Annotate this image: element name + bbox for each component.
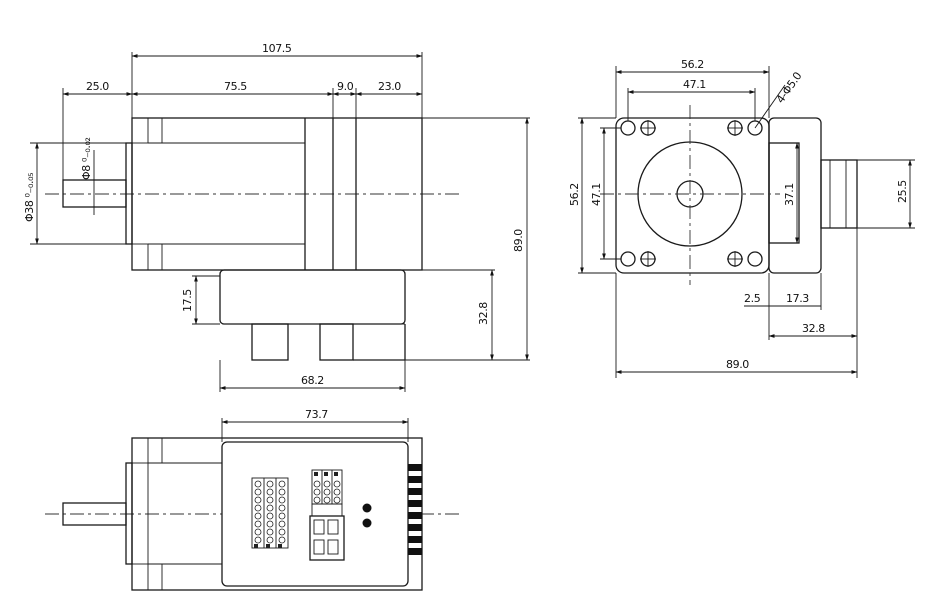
dim-pilot-diameter: Φ38 ⁰₋₀.₀₅ [23, 173, 36, 222]
mount-hole-bl [620, 251, 656, 267]
connector-face [768, 142, 800, 244]
connector-left [251, 323, 289, 361]
dim-driver-depth: 32.8 [802, 322, 825, 335]
dim-flange-gap: 9.0 [337, 80, 354, 93]
dim-total-height: 89.0 [512, 229, 525, 252]
dim-motor-body: 75.5 [224, 80, 247, 93]
dim-connector-offset: 17.3 [786, 292, 809, 305]
dim-mount-holes: 4-Φ5.0 [774, 69, 805, 105]
connector-mid [319, 323, 354, 361]
top-pilot-boss [125, 462, 133, 565]
driver-box [219, 269, 406, 325]
dim-driver-length: 68.2 [301, 374, 324, 387]
dim-rear-section: 23.0 [378, 80, 401, 93]
top-driver-cover [221, 441, 409, 587]
dim-connector-width: 37.1 [783, 183, 796, 206]
cooling-fins [408, 464, 422, 555]
dim-end-view-total: 89.0 [726, 358, 749, 371]
dim-shaft-length: 25.0 [86, 80, 109, 93]
dim-driver-offset: 17.5 [181, 289, 194, 312]
dim-hole-spacing: 47.1 [683, 78, 706, 91]
dim-hole-spacing-v: 47.1 [590, 183, 603, 206]
dim-overall-length: 107.5 [262, 42, 292, 55]
dim-driver-height: 32.8 [477, 302, 490, 325]
mount-hole-tl [620, 120, 656, 136]
dim-top-view-length: 73.7 [305, 408, 328, 421]
mount-hole-tr [727, 120, 763, 136]
dim-flange-width: 56.2 [681, 58, 704, 71]
power-connector [309, 515, 345, 561]
top-view [45, 418, 462, 591]
dim-shaft-diameter: Φ8 ⁰₋₀.₀₂ [80, 138, 93, 181]
pilot-boss [125, 142, 133, 245]
end-view [578, 66, 915, 378]
side-view [30, 52, 530, 392]
terminal-block-left [251, 477, 289, 549]
dim-flange-height: 56.2 [568, 183, 581, 206]
status-led-2 [362, 518, 372, 528]
shaft [62, 179, 127, 208]
side-connector [820, 159, 858, 229]
dim-connector-depth: 25.5 [896, 180, 909, 203]
dim-gap-small: 2.5 [744, 292, 761, 305]
status-led-1 [362, 503, 372, 513]
terminal-block-right [309, 469, 345, 561]
flange-face [615, 117, 770, 274]
mount-hole-br [727, 251, 763, 267]
